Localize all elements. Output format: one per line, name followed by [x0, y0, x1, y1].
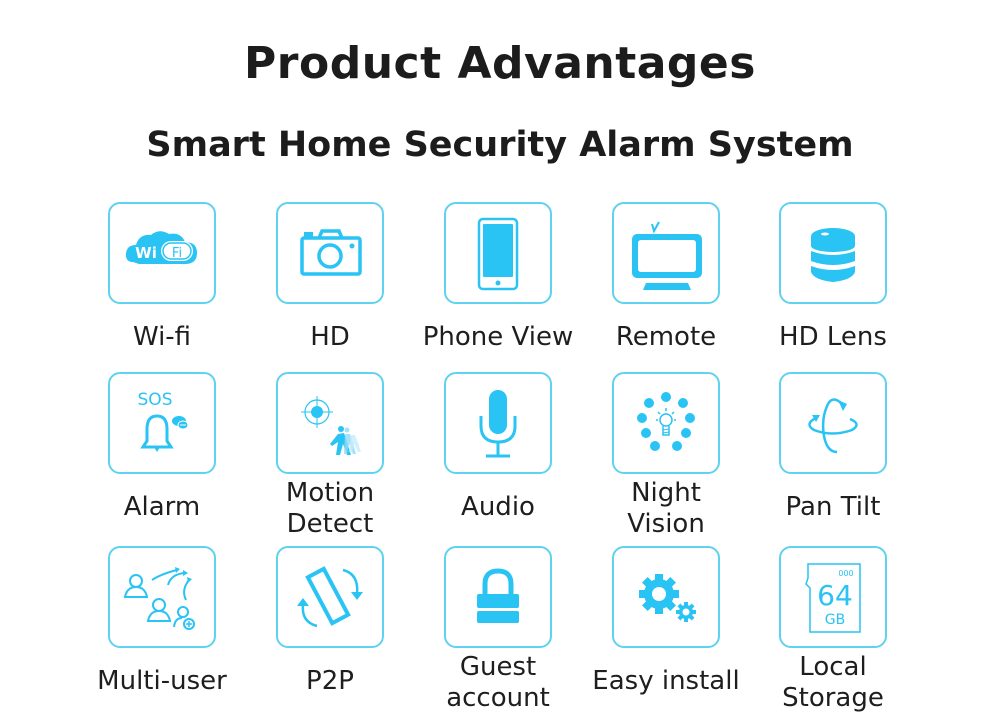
padlock-icon: [477, 568, 519, 623]
night-vision-led-icon: [637, 392, 695, 451]
feature-label: Pan Tilt: [785, 492, 881, 522]
feature-icon-box: [108, 546, 216, 648]
multi-user-icon: [123, 567, 195, 630]
microphone-icon: [479, 390, 517, 458]
feature-icon-box: [779, 372, 887, 474]
feature-label: Remote: [615, 322, 717, 352]
feature-label: Motion Detect: [285, 478, 375, 539]
feature-label: Easy install: [592, 666, 740, 696]
feature-icon-box: [612, 372, 720, 474]
svg-text:64: 64: [817, 579, 853, 612]
tv-monitor-icon: [632, 221, 702, 290]
feature-label: HD Lens: [779, 322, 887, 352]
feature-label: Audio: [461, 492, 535, 522]
feature-icon-box: [444, 372, 552, 474]
feature-icon-box: [276, 546, 384, 648]
feature-icon-box: [779, 202, 887, 304]
feature-label: Local Storage: [782, 652, 884, 713]
svg-text:Wi: Wi: [135, 244, 157, 262]
lens-stack-icon: [811, 228, 855, 282]
svg-text:GB: GB: [825, 612, 845, 628]
feature-label: HD: [310, 322, 350, 352]
feature-icon-box: [444, 546, 552, 648]
sd-card-icon: 000 64 GB: [805, 563, 861, 633]
feature-icon-box: [444, 202, 552, 304]
svg-text:000: 000: [838, 569, 853, 578]
page-title: Product Advantages: [244, 38, 756, 89]
motion-target-icon: [301, 396, 361, 455]
tablet-phone-icon: [477, 217, 519, 291]
sos-bell-icon: SOS: [138, 390, 189, 452]
feature-icon-box: [612, 202, 720, 304]
feature-icon-box: SOS: [108, 372, 216, 474]
page-subtitle: Smart Home Security Alarm System: [146, 125, 854, 165]
feature-label: Guest account: [446, 652, 550, 713]
feature-label: Multi-user: [97, 666, 227, 696]
feature-label: Alarm: [123, 492, 201, 522]
rotate-device-icon: [297, 566, 363, 628]
camera-icon: [300, 229, 362, 276]
feature-icon-box: Wi Fi: [108, 202, 216, 304]
svg-text:Fi: Fi: [172, 246, 182, 261]
feature-icon-box: 000 64 GB: [779, 546, 887, 648]
svg-text:SOS: SOS: [138, 390, 173, 410]
feature-label: Phone View: [422, 322, 574, 352]
wifi-cloud-icon: Wi Fi: [125, 231, 197, 264]
feature-icon-box: [276, 372, 384, 474]
gears-icon: [639, 574, 696, 622]
feature-icon-box: [612, 546, 720, 648]
feature-icon-box: [276, 202, 384, 304]
feature-label: Night Vision: [627, 478, 705, 539]
feature-label: Wi-fi: [132, 322, 192, 352]
rotation-axis-icon: [808, 398, 858, 454]
feature-label: P2P: [306, 666, 354, 696]
